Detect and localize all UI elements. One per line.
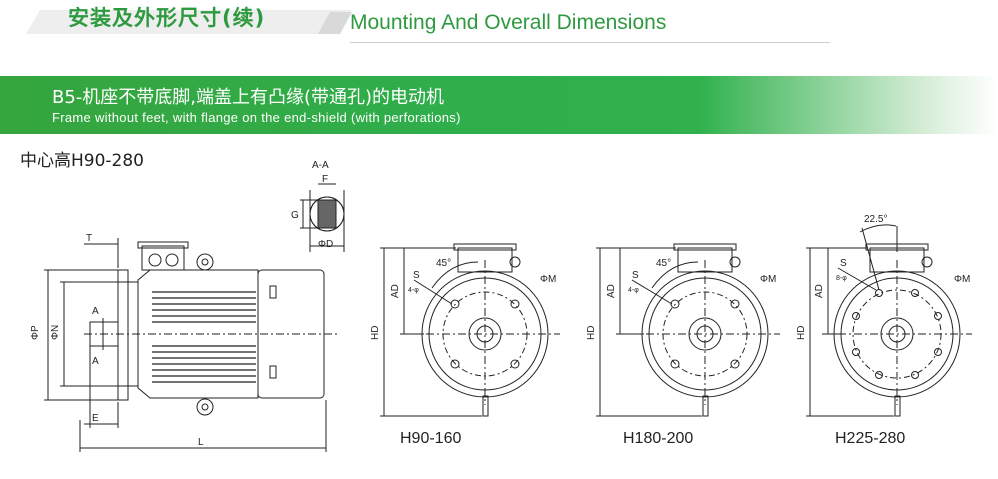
dim-P: ΦP [30,325,41,340]
dim-M-3: ΦM [954,274,970,285]
shaft-section-view [300,183,345,252]
dim-S-2: S [632,270,639,281]
dim-N: ΦN [50,325,61,340]
dim-A-top: A [92,306,99,317]
angle-3: 22.5° [864,214,887,225]
dim-AD-1: AD [390,284,401,298]
dim-AD-3: AD [814,284,825,298]
section-title-en: Frame without feet, with flange on the e… [52,110,461,125]
dim-F: F [322,174,328,185]
header-decoration [26,10,830,43]
dim-HD-1: HD [370,326,381,340]
dim-E: E [92,413,99,424]
dim-T: T [86,233,92,244]
dim-M-1: ΦM [540,274,556,285]
frame-size-subtitle: 中心高H90-280 [20,151,144,171]
dim-S-1: S [413,270,420,281]
section-title-cn: B5-机座不带底脚,端盖上有凸缘(带通孔)的电动机 [52,87,445,108]
section-label: A-A [312,160,329,171]
dim-M-2: ΦM [760,274,776,285]
dim-A-bottom: A [92,356,99,367]
dim-D: ΦD [318,239,333,250]
dim-S-sub-3: 8-φ [836,275,847,282]
dim-HD-2: HD [586,326,597,340]
caption-flange-1: H90-160 [400,430,462,447]
page-title-cn: 安装及外形尺寸(续) [68,6,266,30]
angle-2: 45° [656,258,671,269]
page-title-en: Mounting And Overall Dimensions [350,11,667,34]
dim-S-sub-1: 4-φ [408,287,419,294]
section-band [0,76,998,134]
motor-side-view [44,238,340,452]
caption-flange-3: H225-280 [835,430,906,447]
caption-flange-2: H180-200 [623,430,694,447]
flange-view-2 [596,243,780,417]
flange-view-3 [806,224,972,417]
dim-HD-3: HD [796,326,807,340]
dim-L: L [198,437,204,448]
dim-S-3: S [840,258,847,269]
flange-view-1 [380,243,560,417]
dim-S-sub-2: 4-φ [628,287,639,294]
dim-AD-2: AD [606,284,617,298]
angle-1: 45° [436,258,451,269]
dim-G: G [291,210,299,221]
